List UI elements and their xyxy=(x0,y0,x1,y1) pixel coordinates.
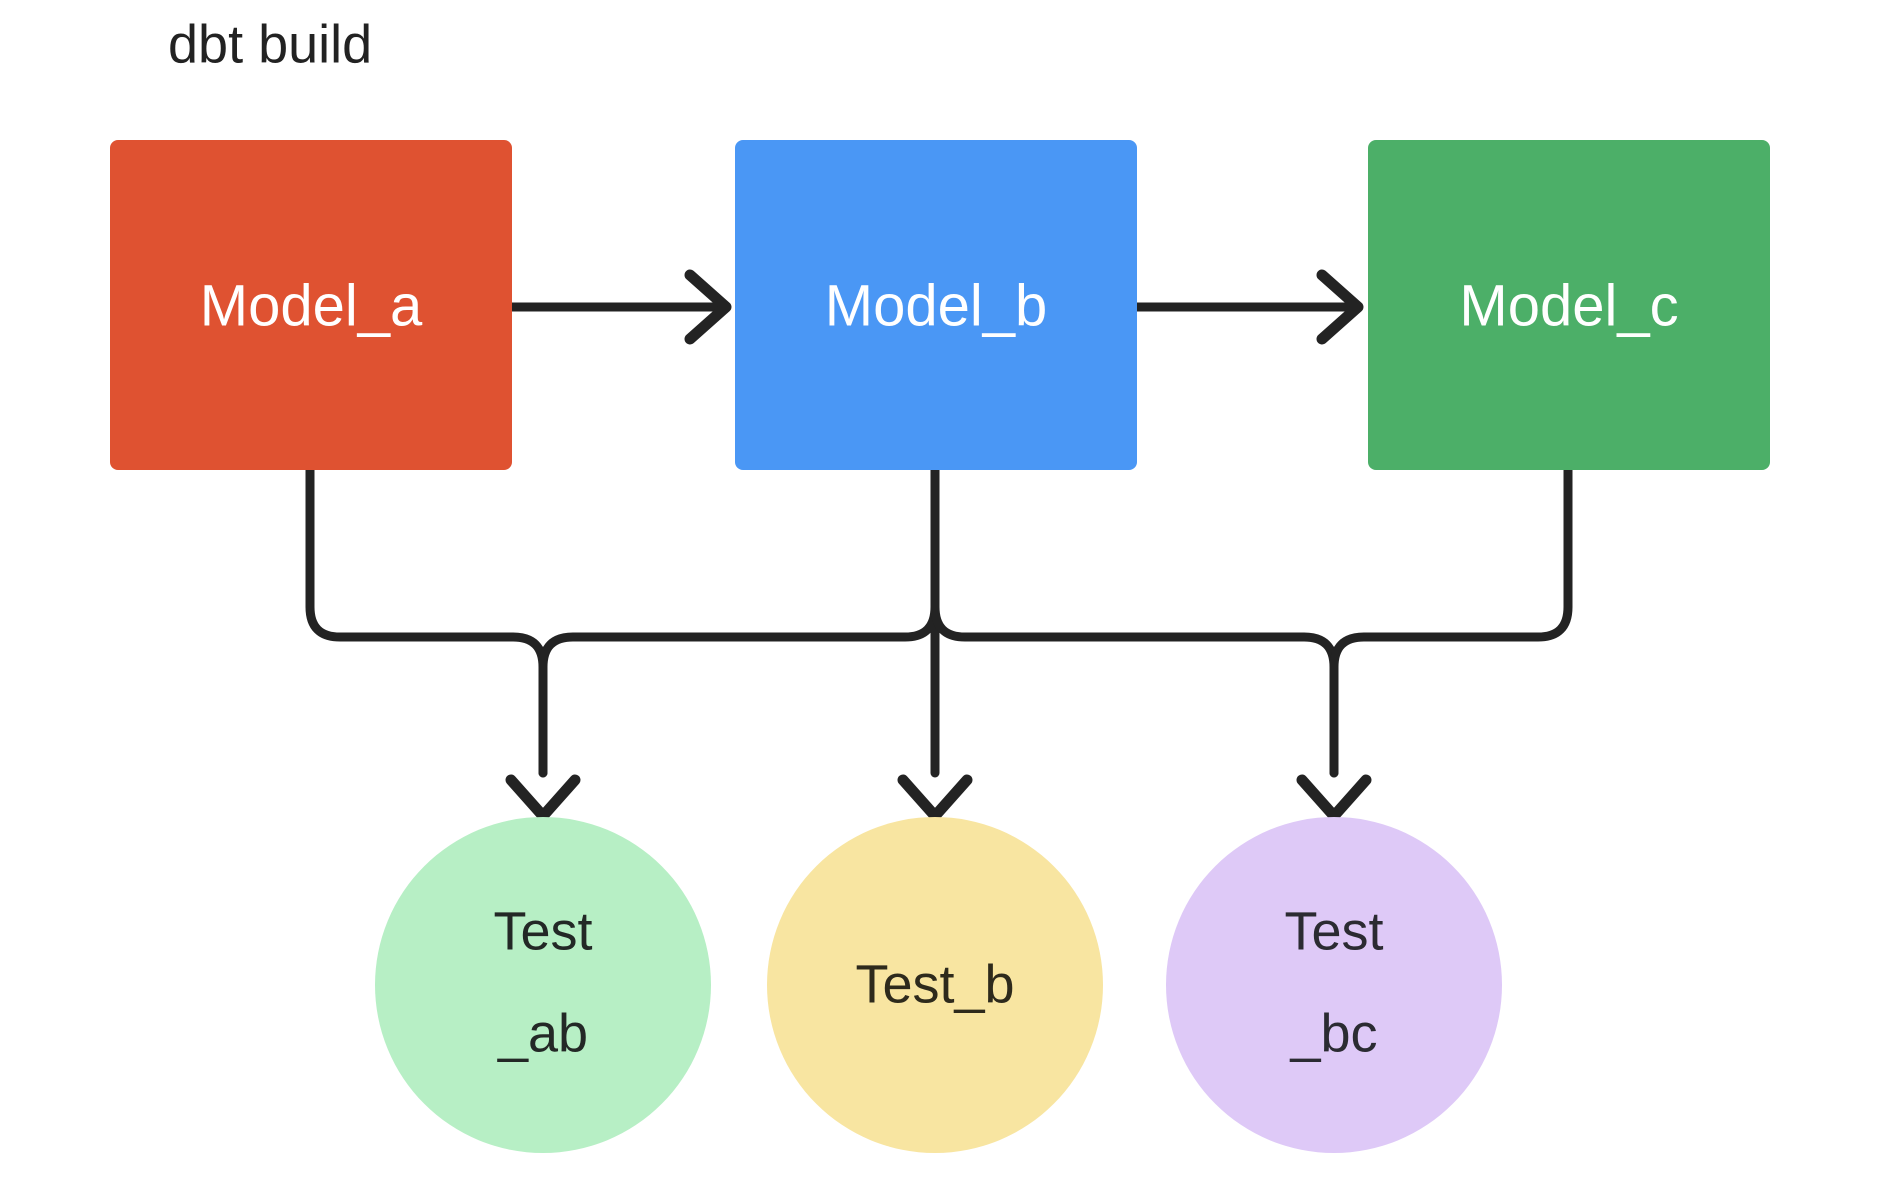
arrowhead-to-model-b xyxy=(684,269,732,345)
node-test-b-label-line1: Test_b xyxy=(855,954,1014,1014)
arrowhead-to-test-b xyxy=(897,774,973,822)
model-nodes: Model_a Model_b Model_c xyxy=(110,140,1770,470)
node-test-ab[interactable]: Test _ab xyxy=(375,817,711,1153)
node-model-b-label: Model_b xyxy=(825,273,1047,338)
page-title: dbt build xyxy=(168,14,372,74)
arrowhead-to-test-ab xyxy=(505,774,581,822)
node-test-bc-label-line1: Test xyxy=(1284,901,1383,961)
edge-model-a-to-test-ab xyxy=(305,465,548,778)
node-test-bc-label-line2: _bc xyxy=(1289,1003,1377,1063)
node-test-bc-shape[interactable] xyxy=(1166,817,1502,1153)
node-model-a[interactable]: Model_a xyxy=(110,140,512,470)
node-model-a-label: Model_a xyxy=(200,273,423,338)
arrowhead-layer xyxy=(505,269,1372,822)
arrowhead-to-test-bc xyxy=(1296,774,1372,822)
node-model-c-shape[interactable] xyxy=(1368,140,1770,470)
node-model-b-shape[interactable] xyxy=(735,140,1137,470)
connector-layer xyxy=(305,302,1573,778)
node-model-a-shape[interactable] xyxy=(110,140,512,470)
edge-model-c-to-test-bc xyxy=(1329,465,1573,778)
node-test-bc[interactable]: Test _bc xyxy=(1166,817,1502,1153)
node-model-c-label: Model_c xyxy=(1459,273,1678,338)
node-test-ab-label-line2: _ab xyxy=(497,1003,588,1063)
arrowhead-to-model-c xyxy=(1316,269,1364,345)
node-test-ab-label-line1: Test xyxy=(493,901,592,961)
edge-model-b-to-test-bc xyxy=(930,465,1339,778)
test-nodes: Test _ab Test_b Test _bc xyxy=(375,817,1502,1153)
node-test-ab-shape[interactable] xyxy=(375,817,711,1153)
edge-model-b-to-test-ab xyxy=(538,465,940,778)
node-test-b-shape[interactable] xyxy=(767,817,1103,1153)
node-test-b[interactable]: Test_b xyxy=(767,817,1103,1153)
node-model-c[interactable]: Model_c xyxy=(1368,140,1770,470)
node-model-b[interactable]: Model_b xyxy=(735,140,1137,470)
